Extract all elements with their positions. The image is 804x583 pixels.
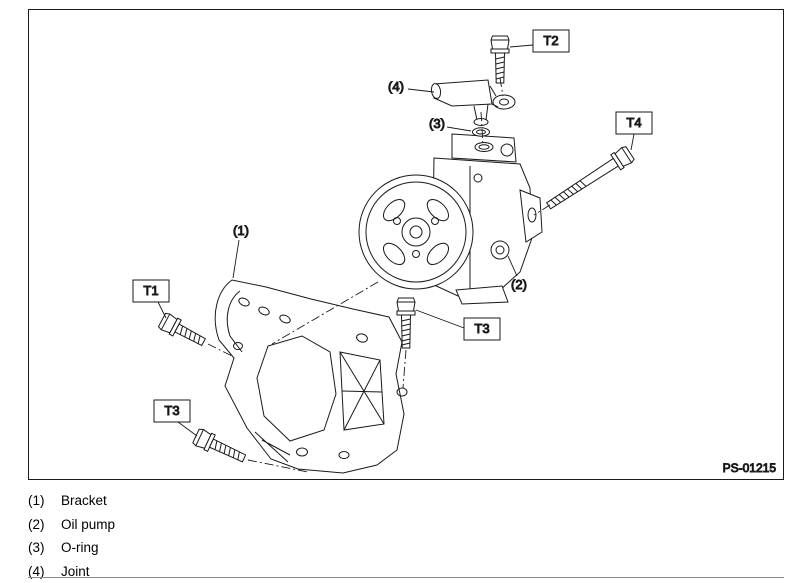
- legend-item-bracket: (1) Bracket: [28, 489, 428, 513]
- torque-label-t1: T1: [132, 279, 170, 303]
- bolt-t3-right: [396, 297, 416, 349]
- bolt-t1: [157, 312, 206, 347]
- bracket-drawing: [214, 279, 408, 474]
- legend-item-number: (4): [28, 563, 45, 579]
- legend-item-o-ring: (3) O-ring: [28, 536, 428, 560]
- joint-fitting: [430, 79, 516, 126]
- torque-label-t3-left-text: T3: [164, 403, 179, 418]
- torque-label-t3-right-text: T3: [474, 321, 489, 336]
- legend-item-name: Bracket: [61, 493, 107, 509]
- callout-3-o-ring: (3): [429, 116, 445, 131]
- legend-item-name: O-ring: [61, 540, 99, 556]
- pulley: [358, 174, 474, 290]
- legend-item-joint: (4) Joint: [28, 560, 428, 583]
- bolt-t3-left: [192, 428, 247, 463]
- torque-label-t4-text: T4: [626, 115, 641, 130]
- legend-item-number: (1): [28, 493, 45, 509]
- page-divider: [28, 577, 784, 578]
- torque-label-t3-left: T3: [153, 399, 191, 423]
- parts-legend: (1) Bracket (2) Oil pump (3) O-ring (4) …: [28, 489, 428, 583]
- torque-label-t1-text: T1: [143, 283, 158, 298]
- torque-label-t3-right: T3: [463, 317, 501, 341]
- bolt-t2: [490, 35, 510, 84]
- o-ring: [472, 127, 490, 137]
- torque-label-t2-text: T2: [543, 33, 558, 48]
- legend-item-number: (3): [28, 540, 45, 556]
- legend-item-name: Joint: [61, 563, 90, 579]
- figure-code: PS-01215: [723, 461, 777, 475]
- legend-item-name: Oil pump: [61, 516, 116, 532]
- callout-4-joint: (4): [388, 79, 404, 94]
- callout-2-oil-pump: (2): [511, 277, 527, 292]
- legend-item-oil-pump: (2) Oil pump: [28, 513, 428, 537]
- bolt-t4: [545, 146, 635, 210]
- torque-label-t2: T2: [532, 29, 570, 53]
- callout-1-bracket: (1): [233, 223, 249, 238]
- torque-label-t4: T4: [615, 111, 653, 135]
- center-lines: [207, 77, 551, 473]
- legend-item-number: (2): [28, 516, 45, 532]
- leader-lines: [157, 44, 635, 437]
